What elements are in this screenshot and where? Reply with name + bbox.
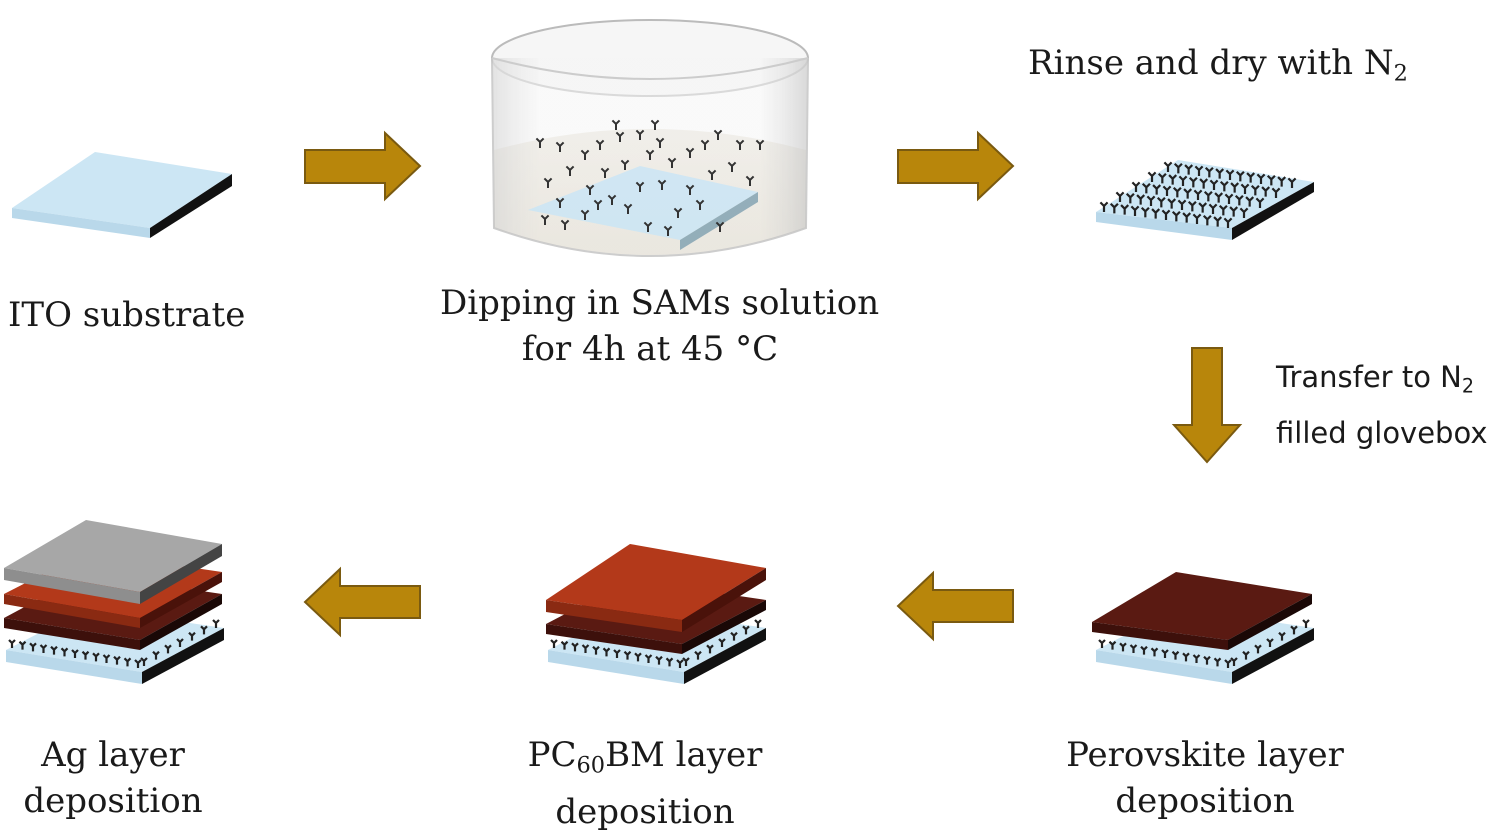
arrow-right-2 xyxy=(897,130,1015,202)
arrow-left-1 xyxy=(896,570,1014,642)
label-ito-substrate: ITO substrate xyxy=(8,295,246,335)
pcbm-stack xyxy=(546,544,766,684)
beaker-with-sams-solution xyxy=(491,19,809,257)
label-transfer-sub: 2 xyxy=(1461,374,1475,398)
label-dipping-line1: Dipping in SAMs solution xyxy=(440,283,880,323)
label-pcbm-sub: 60 xyxy=(576,752,606,779)
perovskite-stack xyxy=(1092,572,1314,684)
label-pcbm-pre: PC xyxy=(527,735,577,775)
arrow-left-2 xyxy=(303,566,421,638)
ito-substrate-slab xyxy=(12,152,232,238)
label-ag: Ag layer deposition xyxy=(0,732,226,824)
sam-monolayer xyxy=(8,619,220,668)
label-ag-line2: deposition xyxy=(23,781,203,821)
label-transfer-text: Transfer to N xyxy=(1276,360,1462,394)
sam-monolayer xyxy=(1098,619,1310,668)
label-rinse-text: Rinse and dry with N xyxy=(1028,43,1394,83)
arrow-down xyxy=(1171,347,1243,464)
label-transfer: Transfer to N2 filled glovebox xyxy=(1276,354,1487,456)
label-rinse-sub: 2 xyxy=(1393,60,1408,87)
label-perovskite-line1: Perovskite layer xyxy=(1066,735,1344,775)
sam-monolayer xyxy=(1099,161,1297,228)
sam-coated-substrate xyxy=(1096,160,1314,240)
label-pcbm: PC60BM layer deposition xyxy=(500,732,790,835)
sam-monolayer xyxy=(550,619,762,668)
sam-molecules-in-solution xyxy=(535,119,765,236)
label-perovskite-line2: deposition xyxy=(1115,781,1295,821)
label-dipping-line2: for 4h at 45 °C xyxy=(521,329,779,369)
arrow-right-1 xyxy=(304,130,422,202)
label-dipping: Dipping in SAMs solution for 4h at 45 °C xyxy=(440,280,880,372)
ag-stack xyxy=(4,520,224,684)
label-pcbm-line2: deposition xyxy=(555,791,735,832)
label-transfer-line2: filled glovebox xyxy=(1276,415,1488,450)
label-ag-line1: Ag layer xyxy=(41,735,185,775)
label-perovskite: Perovskite layer deposition xyxy=(1060,732,1350,824)
label-pcbm-post: BM layer xyxy=(605,735,763,775)
label-rinse: Rinse and dry with N2 xyxy=(1028,40,1408,97)
